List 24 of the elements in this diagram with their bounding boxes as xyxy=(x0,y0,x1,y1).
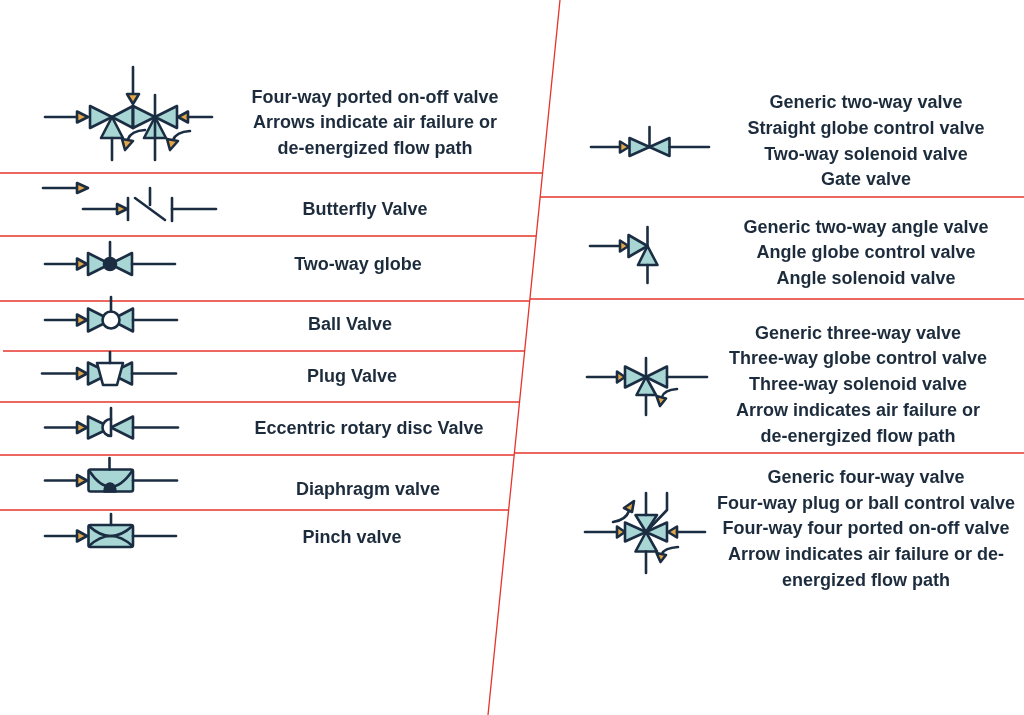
valve-label: Generic two-way angle valve xyxy=(743,216,989,240)
valve-label: Generic two-way valve xyxy=(769,91,963,115)
valve-label: Angle globe control valve xyxy=(756,241,976,265)
note-text: Arrow indicates air failure or de-energized flow path xyxy=(726,543,1006,592)
valve-label: Four-way plug or ball control valve xyxy=(717,492,1015,516)
valve-label: Gate valve xyxy=(820,168,912,192)
valve-label: Plug Valve xyxy=(307,365,397,389)
valve-label: Four-way ported on-off valve xyxy=(251,86,499,110)
valve-label: Angle solenoid valve xyxy=(776,267,956,291)
valve-label: Generic three-way valve xyxy=(754,322,962,346)
note-text: Arrows indicate air failure or de-energized flow path xyxy=(251,111,499,160)
valve-label: Diaphragm valve xyxy=(295,478,441,502)
valve-label: Ball Valve xyxy=(307,313,393,337)
valve-label: Straight globe control valve xyxy=(747,117,985,141)
valve-label: Eccentric rotary disc Valve xyxy=(254,417,484,441)
valve-label: Two-way globe xyxy=(294,253,422,277)
valve-label: Generic four-way valve xyxy=(767,466,965,490)
valve-label: Two-way solenoid valve xyxy=(764,143,968,167)
valve-label: Pinch valve xyxy=(302,526,402,550)
valve-label: Four-way four ported on-off valve xyxy=(722,517,1010,541)
valve-label: Butterfly Valve xyxy=(302,198,428,222)
note-text: Arrow indicates air failure or de-energized flow path xyxy=(734,399,982,448)
valve-label: Three-way solenoid valve xyxy=(748,373,968,397)
valve-label: Three-way globe control valve xyxy=(728,347,988,371)
